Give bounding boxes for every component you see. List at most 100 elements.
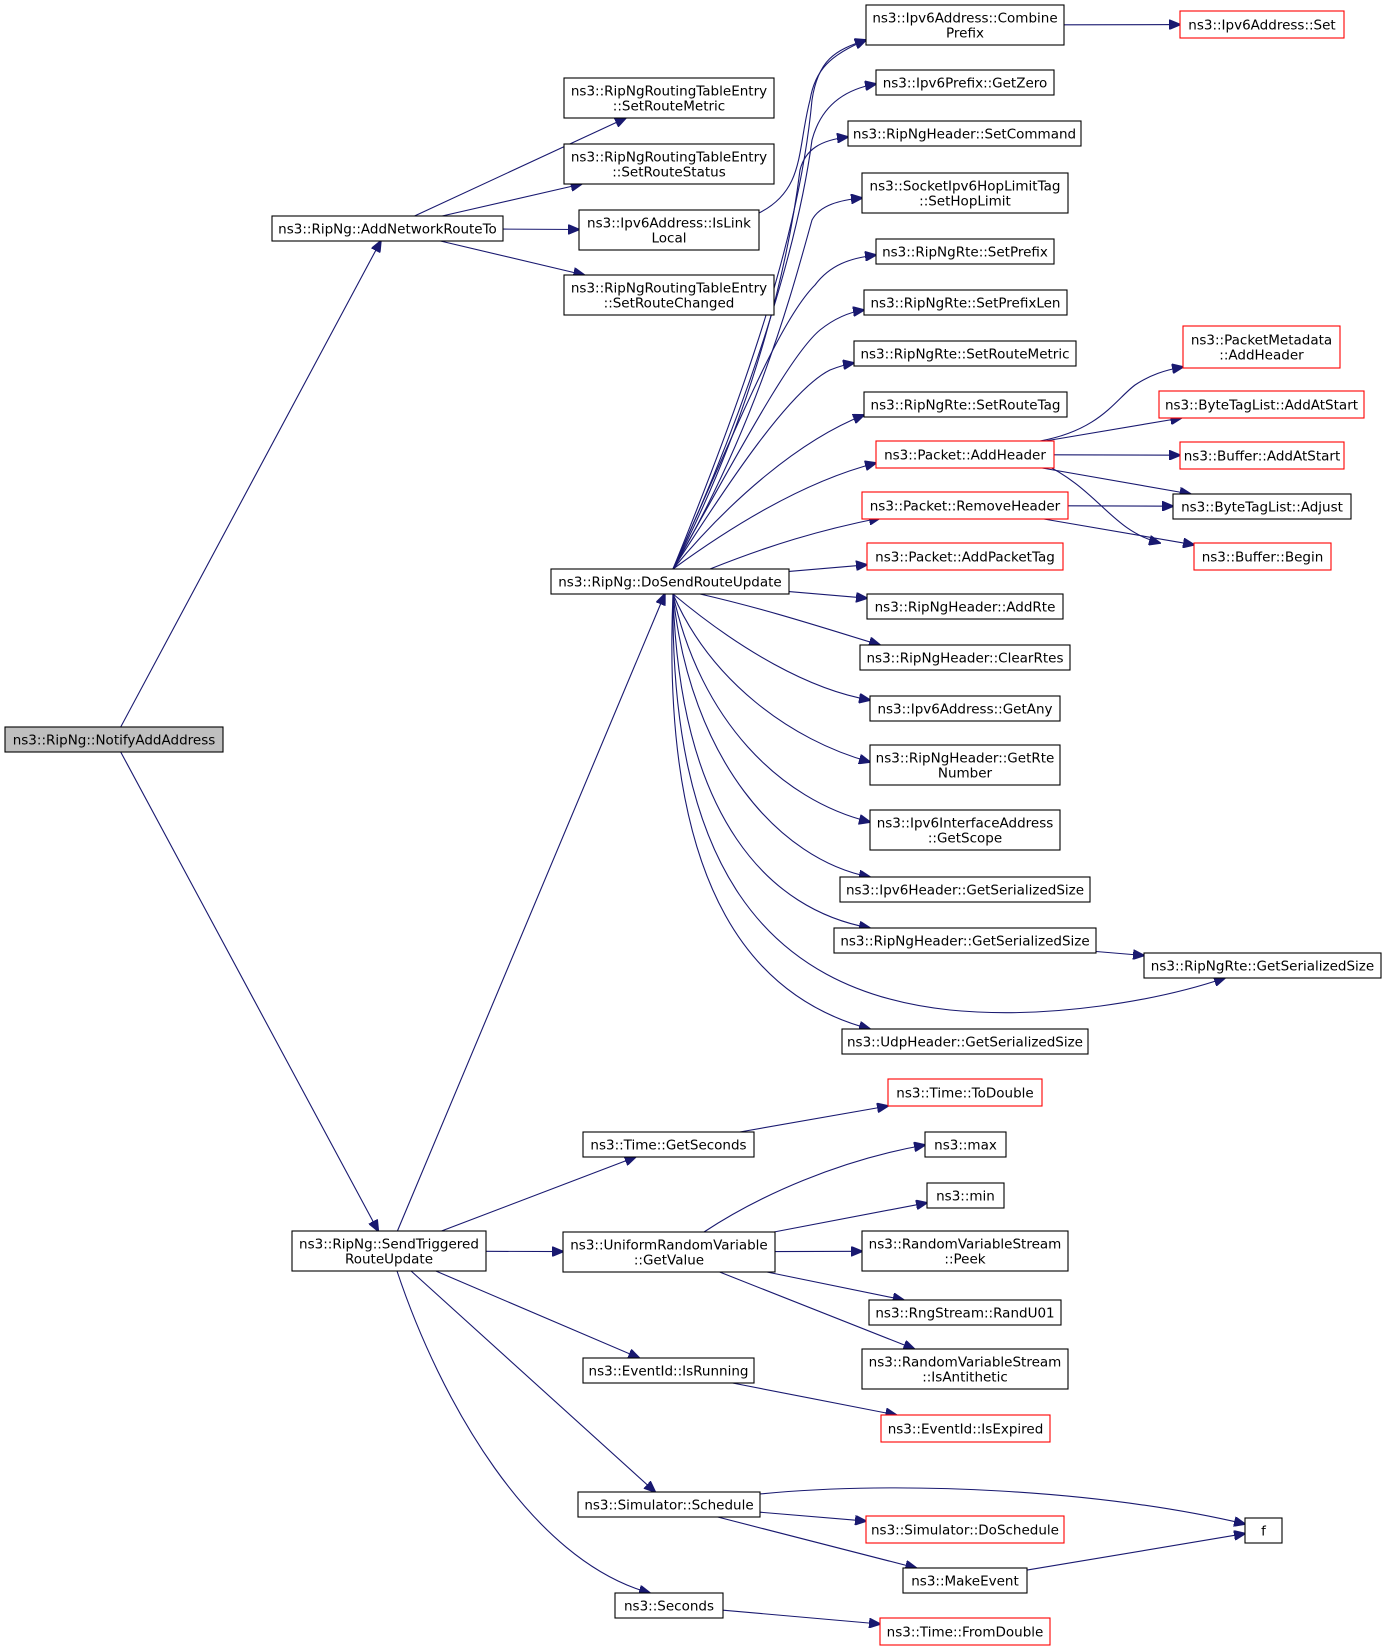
node-box: [875, 440, 1055, 469]
node-box: [577, 1491, 761, 1518]
node-label: ns3::RipNgHeader::SetCommand: [853, 127, 1076, 143]
node-setPrefixLen[interactable]: ns3::RipNgRte::SetPrefixLen: [863, 289, 1068, 316]
node-setRouteChanged[interactable]: ns3::RipNgRoutingTableEntry::SetRouteCha…: [563, 274, 775, 316]
edge-getValue-to-min: [773, 1203, 927, 1233]
node-addPacketTag[interactable]: ns3::Packet::AddPacketTag: [866, 542, 1064, 571]
node-setPrefix[interactable]: ns3::RipNgRte::SetPrefix: [875, 238, 1055, 265]
node-label: Prefix: [946, 26, 984, 42]
node-isAntithetic[interactable]: ns3::RandomVariableStream::IsAntithetic: [861, 1348, 1069, 1390]
node-label: ::Peek: [944, 1252, 985, 1268]
node-label: ns3::min: [936, 1189, 995, 1205]
node-getSeconds[interactable]: ns3::Time::GetSeconds: [582, 1131, 755, 1158]
node-label: ns3::Packet::AddHeader: [884, 448, 1046, 464]
node-label: Local: [652, 231, 687, 247]
node-udpHdrSize[interactable]: ns3::UdpHeader::GetSerializedSize: [841, 1028, 1089, 1055]
node-ripHdrSize[interactable]: ns3::RipNgHeader::GetSerializedSize: [833, 927, 1097, 954]
edge-sendTrig-to-doSend: [396, 594, 664, 1232]
node-rteSize[interactable]: ns3::RipNgRte::GetSerializedSize: [1143, 952, 1382, 979]
node-label: ns3::RipNgRoutingTableEntry: [571, 84, 767, 100]
node-makeEvent[interactable]: ns3::MakeEvent: [902, 1567, 1028, 1594]
node-addNet[interactable]: ns3::RipNg::AddNetworkRouteTo: [271, 215, 504, 242]
node-toDouble[interactable]: ns3::Time::ToDouble: [887, 1078, 1043, 1107]
node-btlAdjust[interactable]: ns3::ByteTagList::Adjust: [1172, 493, 1352, 520]
node-pmAddHeader[interactable]: ns3::PacketMetadata::AddHeader: [1182, 325, 1341, 369]
node-schedule[interactable]: ns3::Simulator::Schedule: [577, 1491, 761, 1518]
node-ipv6Set[interactable]: ns3::Ipv6Address::Set: [1179, 10, 1345, 39]
node-setCommand[interactable]: ns3::RipNgHeader::SetCommand: [847, 120, 1082, 147]
node-box: [271, 215, 504, 242]
node-pktAddHeader[interactable]: ns3::Packet::AddHeader: [875, 440, 1055, 469]
node-btlAddAtStart[interactable]: ns3::ByteTagList::AddAtStart: [1158, 390, 1365, 419]
node-setRouteTag[interactable]: ns3::RipNgRte::SetRouteTag: [863, 391, 1068, 418]
node-randU01[interactable]: ns3::RngStream::RandU01: [868, 1299, 1062, 1326]
node-getScope[interactable]: ns3::Ipv6InterfaceAddress::GetScope: [869, 809, 1061, 851]
edge-sendTrig-to-seconds: [396, 1270, 650, 1593]
node-box: [563, 274, 775, 316]
edge-schedule-to-doSchedule: [759, 1511, 866, 1521]
node-min[interactable]: ns3::min: [926, 1182, 1005, 1209]
node-label: ::IsAntithetic: [922, 1370, 1008, 1386]
node-max[interactable]: ns3::max: [924, 1131, 1007, 1158]
node-label: ns3::RipNgHeader::AddRte: [875, 600, 1056, 616]
edge-doSend-to-getZero: [672, 84, 876, 570]
node-fromDouble[interactable]: ns3::Time::FromDouble: [879, 1617, 1051, 1646]
node-box: [861, 172, 1069, 214]
node-peek[interactable]: ns3::RandomVariableStream::Peek: [861, 1230, 1069, 1272]
node-isRunning[interactable]: ns3::EventId::IsRunning: [582, 1357, 755, 1384]
edge-seconds-to-fromDouble: [722, 1609, 880, 1624]
edge-doSend-to-rteSize: [672, 593, 1225, 1014]
node-bufAddAtStart[interactable]: ns3::Buffer::AddAtStart: [1179, 441, 1345, 470]
node-box: [863, 289, 1068, 316]
node-isExpired[interactable]: ns3::EventId::IsExpired: [880, 1414, 1051, 1443]
edge-addNet-to-setRouteChanged: [440, 240, 584, 275]
node-box: [875, 238, 1055, 265]
node-box: [550, 568, 790, 595]
node-box: [614, 1592, 724, 1619]
node-box: [926, 1182, 1005, 1209]
nodes-layer: ns3::RipNg::NotifyAddAddressns3::RipNg::…: [4, 4, 1382, 1646]
node-doSchedule[interactable]: ns3::Simulator::DoSchedule: [865, 1515, 1065, 1544]
node-getValue[interactable]: ns3::UniformRandomVariable::GetValue: [562, 1231, 776, 1273]
edge-doSend-to-ipv6HdrSize: [672, 593, 870, 877]
node-setHopLimit[interactable]: ns3::SocketIpv6HopLimitTag::SetHopLimit: [861, 172, 1069, 214]
node-root[interactable]: ns3::RipNg::NotifyAddAddress: [4, 726, 224, 753]
node-doSend[interactable]: ns3::RipNg::DoSendRouteUpdate: [550, 568, 790, 595]
node-label: ns3::RipNgHeader::GetRte: [876, 751, 1055, 767]
node-label: ns3::Ipv6Address::Set: [1188, 18, 1335, 34]
node-setRouteMetricE[interactable]: ns3::RipNgRoutingTableEntry::SetRouteMet…: [563, 77, 775, 119]
node-label: ns3::RandomVariableStream: [869, 1237, 1062, 1253]
edge-getValue-to-max: [703, 1145, 925, 1233]
node-label: ::GetScope: [928, 831, 1002, 847]
edge-isRunning-to-isExpired: [732, 1382, 897, 1415]
edge-doSend-to-clearRtes: [699, 593, 880, 645]
node-ipv6HdrSize[interactable]: ns3::Ipv6Header::GetSerializedSize: [839, 876, 1091, 903]
node-box: [1158, 390, 1365, 419]
node-label: ns3::UniformRandomVariable: [570, 1238, 768, 1254]
node-box: [582, 1131, 755, 1158]
node-label: ns3::Ipv6Address::GetAny: [877, 702, 1052, 718]
edge-doSend-to-setHopLimit: [672, 198, 862, 570]
node-f[interactable]: f: [1244, 1517, 1283, 1544]
node-label: Number: [938, 766, 993, 782]
node-rteSetRouteMetric[interactable]: ns3::RipNgRte::SetRouteMetric: [853, 340, 1077, 367]
node-seconds[interactable]: ns3::Seconds: [614, 1592, 724, 1619]
node-box: [880, 1414, 1051, 1443]
node-bufBegin[interactable]: ns3::Buffer::Begin: [1193, 542, 1332, 571]
edge-sendTrig-to-schedule: [410, 1270, 655, 1492]
node-label: ns3::RipNgRte::GetSerializedSize: [1151, 959, 1374, 975]
node-addRte[interactable]: ns3::RipNgHeader::AddRte: [866, 593, 1064, 620]
node-pktRemoveHeader[interactable]: ns3::Packet::RemoveHeader: [861, 491, 1069, 520]
node-label: ns3::Seconds: [624, 1599, 714, 1615]
node-getAny[interactable]: ns3::Ipv6Address::GetAny: [869, 695, 1061, 722]
node-getZero[interactable]: ns3::Ipv6Prefix::GetZero: [875, 69, 1055, 96]
node-label: ns3::Ipv6Prefix::GetZero: [883, 76, 1048, 92]
node-clearRtes[interactable]: ns3::RipNgHeader::ClearRtes: [859, 644, 1071, 671]
node-box: [1193, 542, 1332, 571]
node-box: [853, 340, 1077, 367]
node-setRouteStatus[interactable]: ns3::RipNgRoutingTableEntry::SetRouteSta…: [563, 143, 775, 185]
edge-doSend-to-pktAddHeader: [672, 463, 876, 570]
